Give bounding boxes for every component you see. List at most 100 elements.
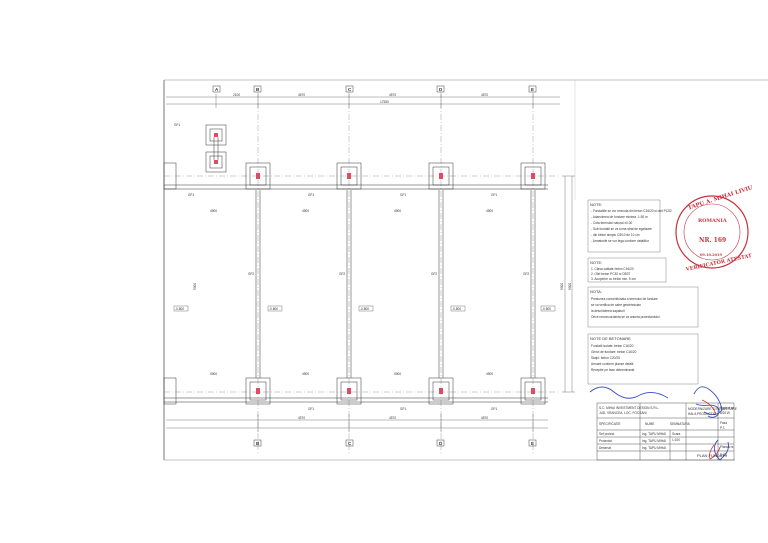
scale-value: 1:100	[672, 438, 680, 442]
dim-bay: 4900	[394, 372, 401, 376]
column-markers-row-2	[256, 388, 535, 394]
person-3: Ing. TAPU MIHAI	[642, 446, 666, 450]
dim-cantilever: 2100	[233, 93, 240, 97]
beam-label: GF1	[491, 407, 497, 411]
footings-row-1	[163, 162, 546, 190]
beam-label: GF1	[174, 123, 180, 127]
phase-value: P.T.	[720, 426, 725, 430]
dim-bay: 4900	[486, 372, 493, 376]
grid-axis-bottom: B C D E	[253, 439, 537, 447]
dim-bay: 4900	[394, 209, 401, 213]
beam-label: GF1	[400, 407, 406, 411]
notes-panel-1: NOTE: - Fundatiile se vor executa din be…	[587, 199, 672, 253]
dim-side-overall: 5900	[568, 283, 572, 290]
right-dimension-chain	[562, 175, 575, 393]
dim-bay: 4900	[210, 372, 217, 376]
level-marks	[173, 305, 556, 312]
signature-column: SEMNATURA	[670, 422, 691, 426]
beam-label: GF2	[248, 272, 254, 276]
sheet-number-label: Plansa nr.	[720, 445, 734, 449]
dim-span-2: 4570	[389, 93, 396, 97]
level-value: -0.800	[269, 307, 278, 311]
dim-overall: 17550	[380, 100, 389, 104]
role-2: Proiectat	[599, 439, 612, 443]
stamp-number: NR. 169	[699, 237, 726, 244]
scale-label: Scara	[672, 432, 681, 436]
axis-label-d: D	[439, 87, 443, 92]
beam-label: GF1	[400, 193, 406, 197]
name-column: NUME	[645, 422, 654, 426]
dim-bay: 4900	[486, 209, 493, 213]
axis-label-c: C	[348, 441, 352, 446]
beam-label: GF2	[339, 272, 345, 276]
dim-span-1: 4570	[298, 93, 305, 97]
project-subtitle: HALA PRODUCTIE	[688, 412, 716, 416]
person-2: Ing. TAPU MIHAI	[642, 439, 666, 443]
role-3: Desenat	[599, 446, 611, 450]
sheet-number: R-01	[720, 453, 727, 457]
footings-row-2	[163, 377, 546, 405]
dim-span-bottom: 4570	[481, 416, 488, 420]
stamp-date: 09.10.2019	[700, 253, 722, 257]
specialty-label: SPECIFICATIE	[599, 422, 621, 426]
grid-axis-top: A B C D E	[212, 85, 537, 93]
level-value: -0.800	[175, 307, 184, 311]
dim-span-bottom: 4570	[389, 416, 396, 420]
footing-cantilever-top	[205, 124, 227, 173]
drawing-title: PLAN FUNDATII	[697, 453, 727, 458]
axis-label-c: C	[348, 87, 352, 92]
dim-span-3: 4570	[481, 93, 488, 97]
notes-title: NOTE:	[590, 202, 602, 207]
note-line: se va verifica de catre geotehnician	[591, 303, 641, 307]
dim-side-left: 5900	[193, 283, 197, 290]
phase-label: Faza	[720, 421, 727, 425]
axis-label-d: D	[439, 441, 443, 446]
note-line: - din beton simplu C8/10 de 10 cm	[591, 233, 640, 237]
notes-title: NOTE DE BETONARE	[590, 336, 631, 341]
beam-label: GF1	[491, 193, 497, 197]
title-block	[596, 402, 735, 461]
person-1: Ing. TAPU MIHAI	[642, 432, 666, 436]
notes-panel-3: NOTA: Presiunea conventionala a terenulu…	[587, 286, 699, 328]
beam-label: GF1	[308, 193, 314, 197]
note-line: - Fundatiile se vor executa din beton C1…	[591, 209, 672, 213]
note-line: Presiunea conventionala a terenului de f…	[591, 297, 658, 301]
company-name: S.C. MIHAI INVESTMENT DESIGN S.R.L.	[599, 406, 659, 410]
column-marker	[214, 160, 218, 164]
level-value: -0.800	[542, 307, 551, 311]
beam-label: GF2	[431, 272, 437, 276]
stamp-country: ROMANIA	[698, 218, 727, 224]
level-value: -0.800	[360, 307, 369, 311]
structural-grid	[164, 92, 560, 455]
notes-title: NOTA:	[590, 289, 602, 294]
note-line: la deschiderea sapaturii	[591, 309, 625, 313]
note-line: Grinzi de fundare: beton C16/20	[591, 350, 637, 354]
role-1: Sef proiect	[599, 432, 614, 436]
project-number: 6/2019	[720, 411, 730, 415]
dim-bay: 4900	[210, 209, 217, 213]
note-line: Receptie pe faze determinante	[591, 368, 635, 372]
note-line: 3. Acoperire cu beton min. 5 cm	[591, 277, 636, 281]
company-address: JUD. VRANCEA, LOC. FOCSANI	[599, 411, 647, 415]
note-line: - Sub fundatii se va turna strat de egal…	[591, 227, 652, 231]
axis-label-a: A	[215, 87, 219, 92]
note-line: Stalpi: beton C20/25	[591, 356, 620, 360]
beam-label: GF2	[523, 272, 529, 276]
column-marker	[214, 133, 218, 137]
level-value: -0.800	[452, 307, 461, 311]
beam-label: GF1	[308, 407, 314, 411]
dim-bay: 4900	[302, 372, 309, 376]
bottom-dimension-chain	[166, 414, 548, 432]
note-line: Fundatii izolate: beton C16/20	[591, 344, 634, 348]
dim-bay: 4900	[302, 209, 309, 213]
note-line: - Cota terenului natural ±0.00	[591, 221, 632, 225]
dim-side: 5900	[560, 283, 564, 290]
beam-label: GF1	[188, 193, 194, 197]
notes-panel-2: NOTE: 1. Clasa calitate beton C16/20 2. …	[587, 257, 667, 283]
project-number-label: Proiect nr.	[720, 406, 735, 410]
column-markers-row-1	[256, 173, 535, 179]
dim-span-bottom: 4570	[298, 416, 305, 420]
red-stamp-fragment	[701, 399, 721, 460]
